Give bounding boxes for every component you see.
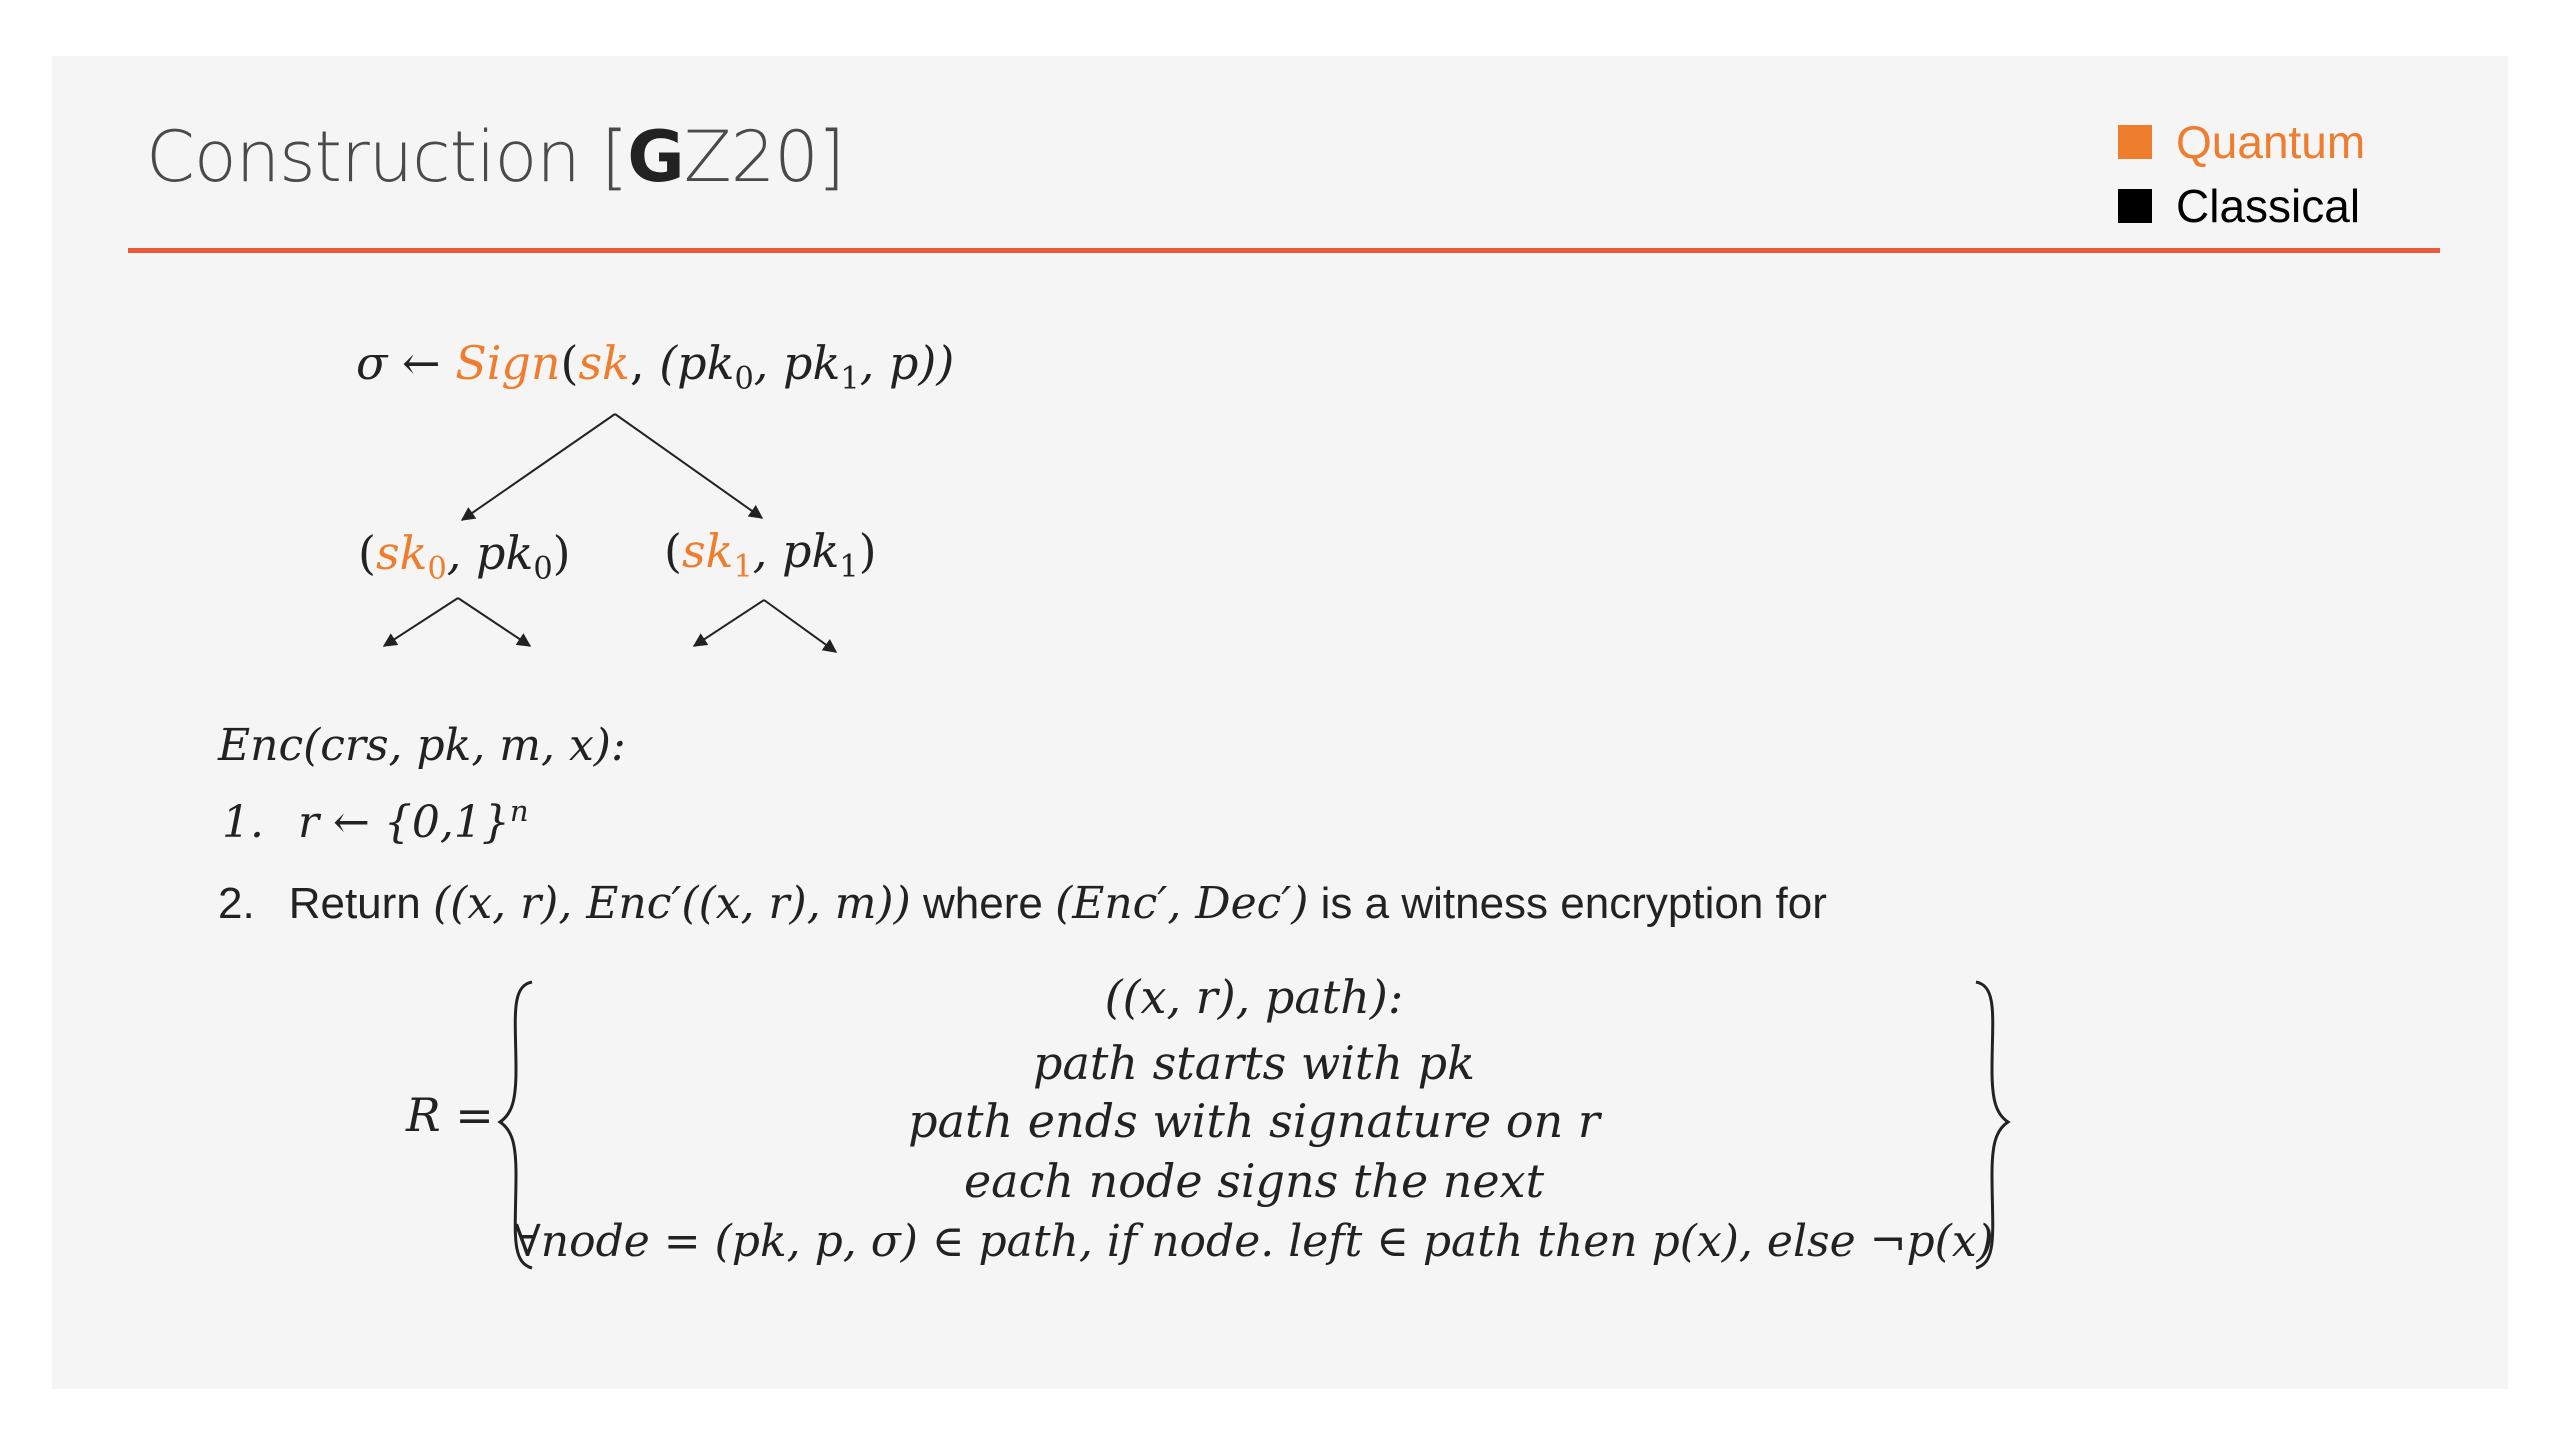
sigma-symbol: σ (356, 336, 388, 390)
enc-step-2: 2. Return ((x, r), Enc′((x, r), m)) where… (218, 878, 1827, 929)
tree-right-node: (sk1, pk1) (664, 524, 877, 585)
root-right-arrow (614, 413, 764, 519)
step-2-number: 2. (218, 879, 255, 928)
legend-item-quantum: Quantum (2118, 110, 2365, 174)
right-node-pk: , pk (752, 524, 840, 578)
relation-lhs: R = (406, 1088, 494, 1142)
slide-title: Construction [GZ20] (146, 122, 845, 192)
classical-swatch-icon (2118, 189, 2152, 223)
step-2-tail-text: is a witness encryption for (1320, 879, 1827, 928)
root-left-arrow (460, 413, 616, 521)
relation-body: ((x, r), path): path starts with pk path… (514, 0, 1994, 1440)
slide (52, 56, 2508, 1389)
quantum-swatch-icon (2118, 125, 2152, 159)
root-pk-open: (pk (659, 336, 735, 390)
root-secret-key: sk (578, 336, 630, 390)
step-2-return-label: Return (288, 879, 421, 928)
assign-arrow: ← (387, 336, 456, 390)
root-p-close: , p)) (859, 336, 955, 390)
right-child-right-arrow (763, 599, 838, 653)
step-2-expression: ((x, r), Enc′((x, r), m)) (433, 878, 911, 929)
step-1-superscript: n (509, 794, 529, 828)
legend: Quantum Classical (2118, 110, 2365, 238)
left-node-pk: , pk (446, 526, 534, 580)
enc-step-1: 1. r ← {0,1}n (222, 794, 529, 848)
root-pk-sub1: 1 (840, 361, 860, 397)
title-text-pre: Construction [ (146, 116, 628, 198)
title-underline (128, 248, 2440, 253)
step-2-enc-dec-pair: (Enc′, Dec′) (1055, 878, 1309, 929)
title-text-bold: G (627, 116, 684, 198)
tree-left-node: (sk0, pk0) (358, 526, 571, 587)
right-node-sk: sk (681, 524, 734, 578)
legend-label-classical: Classical (2176, 180, 2361, 232)
right-child-left-arrow (692, 599, 765, 647)
relation-line-2: path starts with pk (1033, 1036, 1475, 1090)
right-brace-icon (1975, 980, 2011, 1270)
legend-label-quantum: Quantum (2176, 116, 2366, 168)
relation-line-5: ∀node = (pk, p, σ) ∈ path, if node. left… (514, 1216, 1994, 1267)
legend-item-classical: Classical (2118, 174, 2365, 238)
relation-line-3: path ends with signature on r (908, 1094, 1600, 1148)
left-child-right-arrow (457, 597, 532, 647)
enc-header: Enc(crs, pk, m, x): (218, 720, 626, 771)
step-2-where-label: where (922, 879, 1043, 928)
relation-line-4: each node signs the next (963, 1154, 1545, 1208)
sign-function: Sign (455, 336, 561, 390)
step-1-expression: r ← {0,1} (297, 796, 510, 848)
relation-line-1: ((x, r), path): (1104, 970, 1404, 1024)
tree-root-expression: σ ← Sign(sk, (pk0, pk1, p)) (356, 336, 955, 397)
title-text-post: Z20] (683, 116, 845, 198)
left-brace-icon (497, 980, 533, 1270)
root-pk-sub0: 0 (734, 361, 754, 397)
step-1-number: 1. (222, 796, 264, 848)
left-node-sk: sk (375, 526, 428, 580)
root-pk-comma: , pk (753, 336, 841, 390)
left-child-left-arrow (382, 597, 459, 647)
